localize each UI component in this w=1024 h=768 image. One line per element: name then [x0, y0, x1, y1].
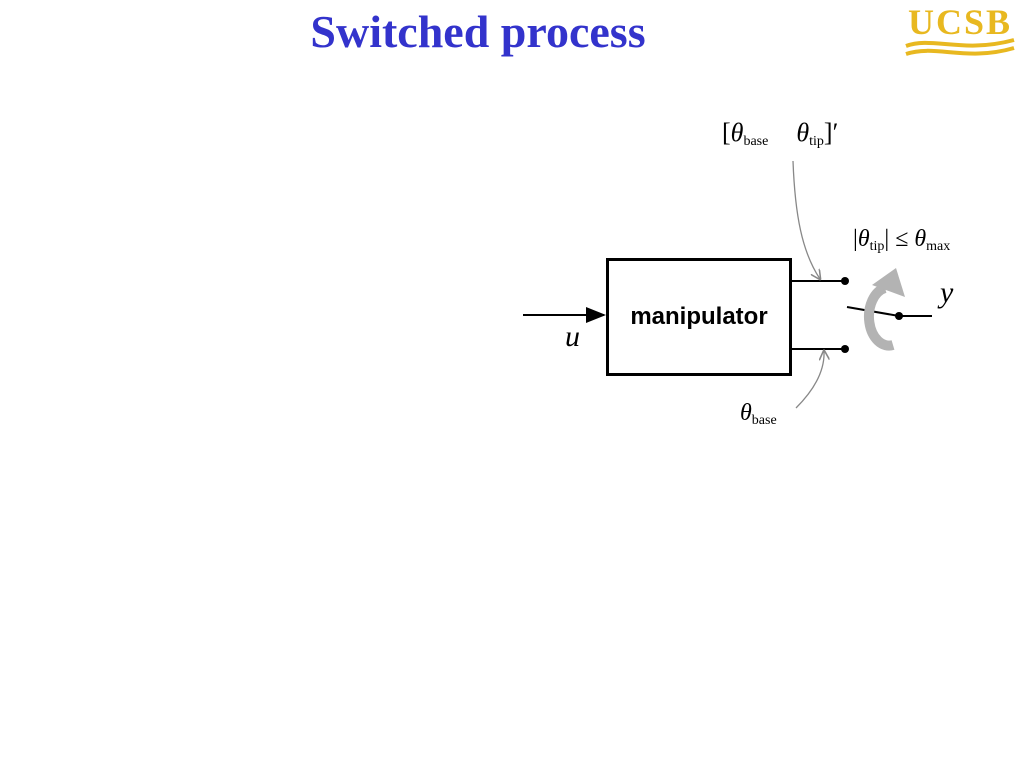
top-label-leader [792, 160, 820, 279]
manipulator-label: manipulator [630, 303, 768, 330]
theta-symbol: θ [796, 118, 810, 147]
top-contact [841, 277, 849, 285]
switch-rotate-icon [863, 283, 895, 351]
theta-symbol: θ [857, 226, 870, 252]
theta-symbol: θ [914, 226, 927, 252]
manipulator-block: manipulator [606, 258, 792, 376]
ucsb-logo: UCSB [902, 2, 1018, 62]
base-subscript: base [751, 413, 777, 428]
bottom-label-leader [795, 351, 824, 409]
relation: | ≤ [884, 226, 915, 252]
abs-bar: | [853, 226, 858, 252]
bottom-state-label: θbase [740, 400, 777, 429]
tip-subscript: tip [809, 134, 824, 149]
open-bracket: [ [722, 118, 731, 147]
close-bracket: ]′ [823, 118, 839, 147]
tip-subscript: tip [869, 239, 885, 254]
slide-title: Switched process [310, 6, 646, 57]
theta-symbol: θ [740, 400, 752, 426]
base-subscript: base [743, 134, 769, 149]
bottom-contact [841, 345, 849, 353]
output-label-y: y [940, 276, 954, 309]
logo-text: UCSB [907, 2, 1013, 42]
max-subscript: max [926, 239, 951, 254]
logo-wave-icon [905, 38, 1015, 56]
input-label-u: u [565, 320, 580, 353]
switch-rotate-arrowhead [872, 268, 905, 297]
theta-symbol: θ [730, 118, 744, 147]
switch-condition-label: |θtip| ≤ θmax [853, 226, 950, 255]
